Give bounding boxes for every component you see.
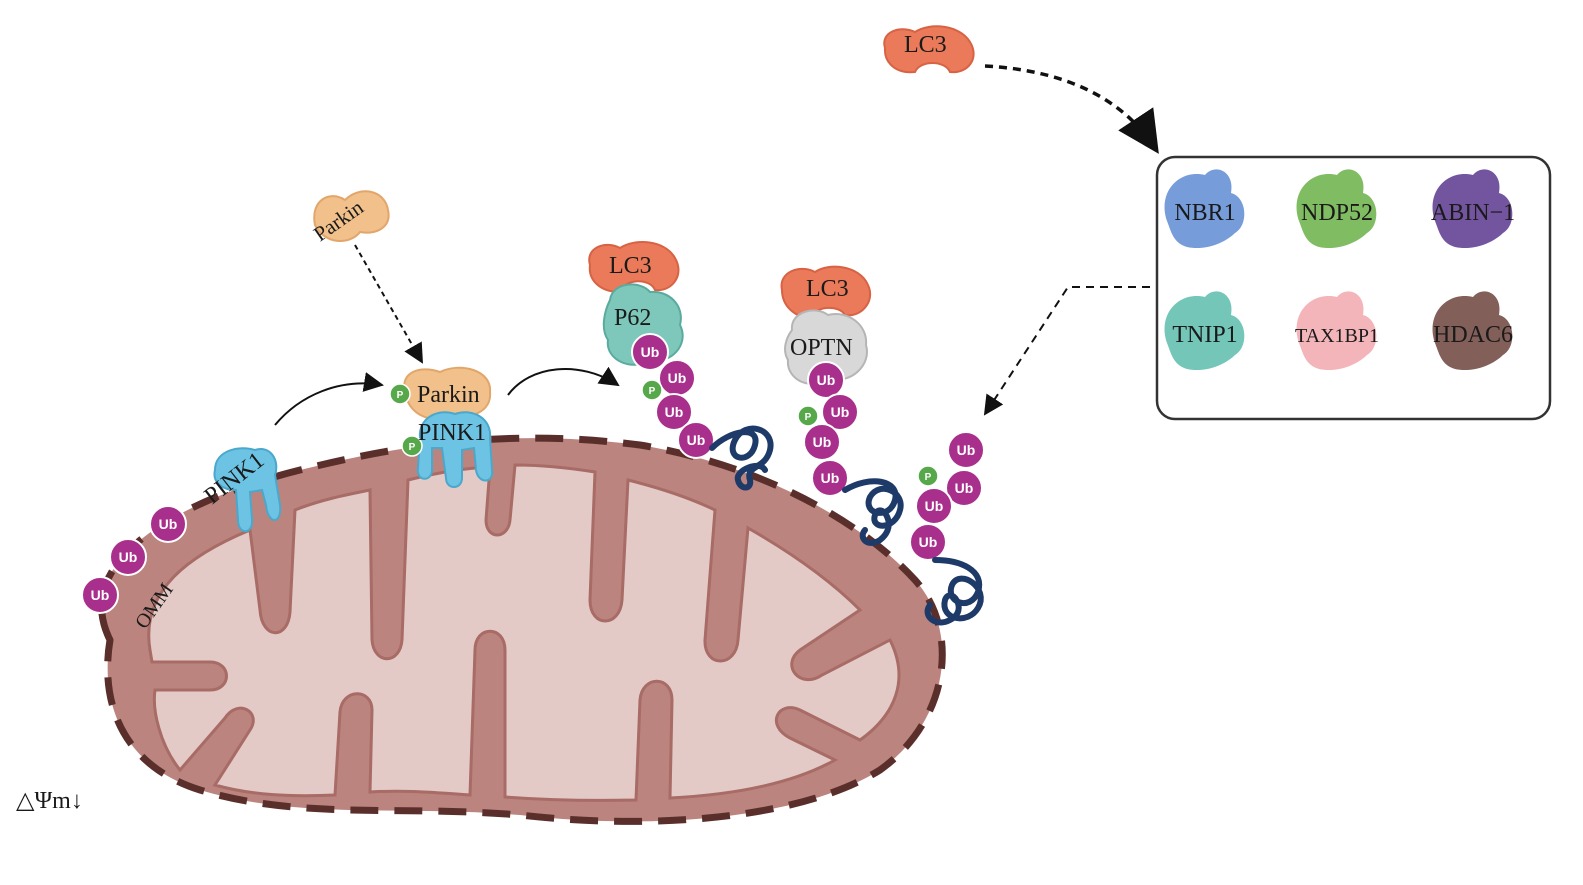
ub-bead: Ub <box>631 333 669 371</box>
ub-bead: Ub <box>915 487 953 525</box>
pink1-bound-label: PINK1 <box>418 420 486 446</box>
ub-bead: Ub <box>149 505 187 543</box>
lc3-top-label: LC3 <box>904 32 947 58</box>
receptor-shape <box>1296 169 1377 249</box>
receptor-tnip1: TNIP1 <box>1164 291 1245 371</box>
receptor-shape <box>1296 291 1377 371</box>
svg-text:Ub: Ub <box>687 432 706 448</box>
receptor-nbr1: NBR1 <box>1164 169 1245 249</box>
svg-text:Ub: Ub <box>641 344 660 360</box>
svg-text:Ub: Ub <box>813 434 832 450</box>
receptor-label: NDP52 <box>1301 200 1373 226</box>
receptor-hdac6: HDAC6 <box>1432 291 1513 371</box>
ub-chain-optn: Ub Ub Ub Ub P <box>797 361 859 497</box>
optn-shape <box>784 309 868 385</box>
lc3-p62-label: LC3 <box>609 253 652 279</box>
lc3-top: LC3 <box>883 25 975 74</box>
phospho-tag: P <box>401 435 423 457</box>
arrow-pink1-to-parkin <box>274 372 384 426</box>
receptor-shape <box>1432 169 1513 249</box>
ub-bead: Ub <box>909 523 947 561</box>
phospho-tag: P <box>389 383 411 405</box>
membrane-potential-label: △Ψm↓ <box>16 788 83 814</box>
ub-chain-right: Ub Ub Ub Ub P <box>909 431 985 561</box>
phospho-tag: P <box>917 465 939 487</box>
svg-text:Ub: Ub <box>919 534 938 550</box>
receptor-label: ABIN−1 <box>1431 200 1515 226</box>
parkin-bound-label: Parkin <box>417 382 480 408</box>
svg-text:P: P <box>409 442 416 453</box>
arrow-receptors-to-ub <box>983 286 1150 416</box>
svg-text:Ub: Ub <box>925 498 944 514</box>
receptor-ndp52: NDP52 <box>1296 169 1377 249</box>
ub-bead: Ub <box>811 459 849 497</box>
lc3-optn-label: LC3 <box>806 276 849 302</box>
svg-text:P: P <box>397 390 404 401</box>
protein-chain <box>709 425 774 491</box>
arrow-parkin-recruit <box>354 244 423 364</box>
ub-bead: Ub <box>677 421 715 459</box>
svg-text:P: P <box>649 386 656 397</box>
svg-text:P: P <box>925 472 932 483</box>
ub-bead: Ub <box>81 576 119 614</box>
free-ub-cluster: Ub Ub Ub <box>81 505 187 614</box>
parkin-pink1-complex: P P Parkin PINK1 <box>389 366 494 488</box>
mitochondrion-cristae <box>147 463 901 802</box>
phospho-tag: P <box>641 379 663 401</box>
optn-label: OPTN <box>790 335 853 361</box>
svg-text:Ub: Ub <box>831 404 850 420</box>
receptor-label: TAX1BP1 <box>1295 325 1379 347</box>
svg-text:Ub: Ub <box>159 516 178 532</box>
arrow-parkin-to-ubiquitination <box>507 366 620 396</box>
receptor-shape <box>1164 291 1245 371</box>
ub-bead: Ub <box>807 361 845 399</box>
svg-text:P: P <box>805 412 812 423</box>
parkin-free: Parkin <box>309 190 390 246</box>
p62-label: P62 <box>614 305 651 331</box>
svg-text:Ub: Ub <box>119 549 138 565</box>
ub-bead: Ub <box>947 431 985 469</box>
svg-text:Ub: Ub <box>817 372 836 388</box>
protein-chain <box>842 478 904 546</box>
svg-text:Ub: Ub <box>821 470 840 486</box>
arrow-lc3-to-receptors <box>984 64 1159 154</box>
svg-text:Ub: Ub <box>955 480 974 496</box>
ub-bead: Ub <box>945 469 983 507</box>
receptor-label: TNIP1 <box>1172 322 1237 348</box>
protein-chain <box>924 557 984 626</box>
ub-bead: Ub <box>655 393 693 431</box>
mitochondrion: OMM <box>98 434 946 825</box>
svg-text:Ub: Ub <box>665 404 684 420</box>
optn-lc3-group: LC3 OPTN <box>780 265 871 385</box>
receptor-shape <box>1164 169 1245 249</box>
svg-text:Ub: Ub <box>91 587 110 603</box>
ub-bead: Ub <box>803 423 841 461</box>
ub-chain-p62: Ub Ub Ub Ub P <box>631 333 715 459</box>
ub-bead: Ub <box>109 538 147 576</box>
ub-bead: Ub <box>658 359 696 397</box>
receptor-abin-1: ABIN−1 <box>1431 169 1515 249</box>
svg-text:Ub: Ub <box>957 442 976 458</box>
ub-bead: Ub <box>821 393 859 431</box>
phospho-tag: P <box>797 405 819 427</box>
receptor-shape <box>1432 291 1513 371</box>
receptor-label: NBR1 <box>1174 200 1235 226</box>
receptor-tax1bp1: TAX1BP1 <box>1295 291 1379 371</box>
receptor-label: HDAC6 <box>1433 322 1513 348</box>
svg-text:Ub: Ub <box>668 370 687 386</box>
